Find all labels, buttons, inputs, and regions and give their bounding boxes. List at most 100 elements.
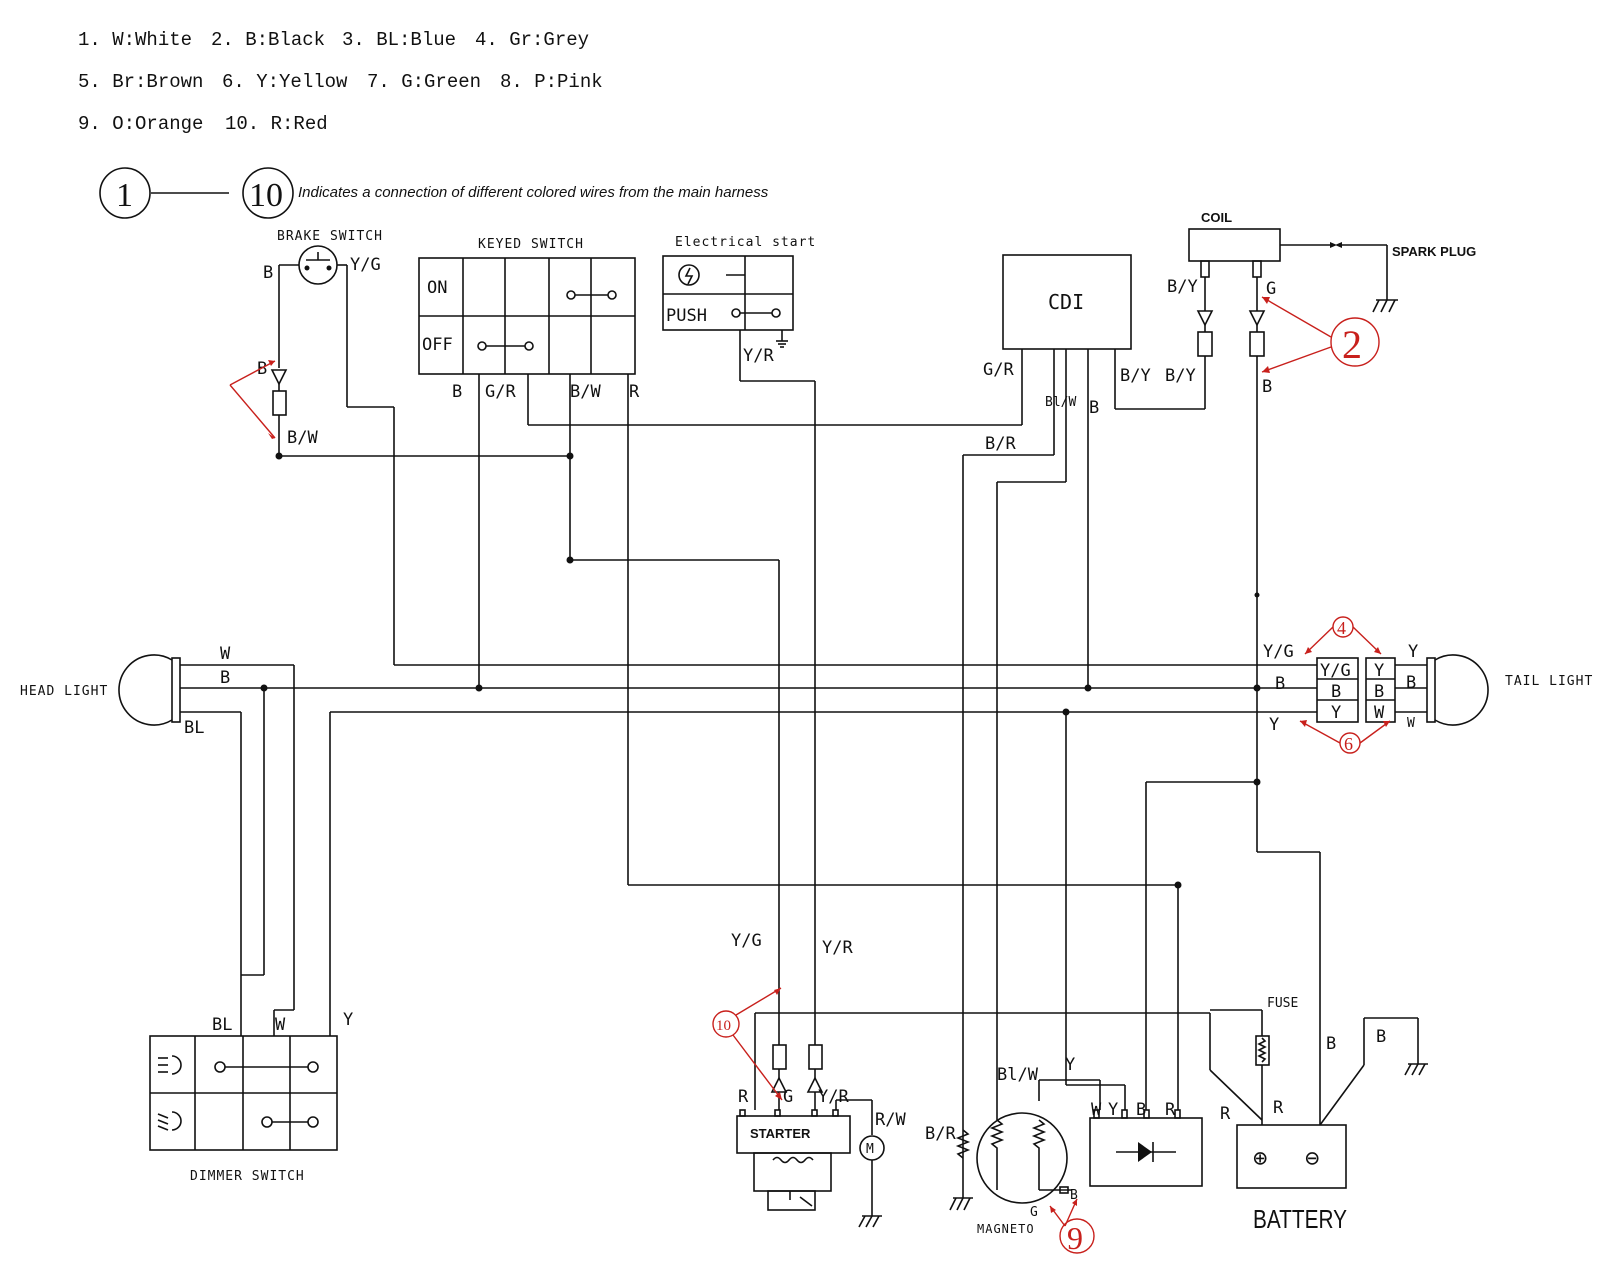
keyed-r-label: R: [629, 382, 640, 402]
magneto-g-label: G: [1030, 1205, 1038, 1220]
callout-markers: 2 4 6 10 9: [229, 296, 1391, 1256]
battery-b2-label: B: [1376, 1027, 1386, 1047]
battery-r-label: R: [1220, 1104, 1231, 1124]
battery-label: BATTERY: [1253, 1205, 1347, 1234]
diode-icon: [1138, 1142, 1152, 1162]
legend-red: 10. R:Red: [225, 113, 328, 135]
keyed-b-label: B: [452, 382, 462, 402]
hl-b-label: B: [220, 668, 230, 688]
tl-w-label: W: [1407, 716, 1415, 731]
head-light-label: HEAD LIGHT: [20, 684, 108, 699]
starter-g-label: G: [783, 1087, 793, 1107]
callout-9-label: 9: [1067, 1220, 1083, 1256]
starter-label: STARTER: [750, 1126, 811, 1141]
legend-orange: 9. O:Orange: [78, 113, 203, 135]
callout-2: [1330, 317, 1380, 367]
push-label: PUSH: [666, 306, 707, 326]
hl-bl-label: BL: [184, 718, 204, 738]
coil-by2-label: B/Y: [1165, 366, 1196, 386]
starter-relay: Y/G Y/R R G Y/R STARTER M R/W: [731, 931, 906, 1228]
magneto-blw-label: Bl/W: [997, 1065, 1039, 1085]
starter-yr-label: Y/R: [822, 938, 853, 958]
tail-light-label: TAIL LIGHT: [1505, 674, 1593, 689]
callout-4-label: 4: [1337, 618, 1346, 638]
rect-b-label: B: [1136, 1100, 1146, 1120]
magneto-br-label: B/R: [925, 1124, 956, 1144]
magneto-y-label: Y: [1065, 1055, 1075, 1075]
tl-b2-label: B: [1406, 673, 1416, 693]
keyed-on-label: ON: [427, 278, 447, 298]
keyed-switch: KEYED SWITCH ON OFF B G/R B/W R: [418, 237, 640, 402]
legend-grey: 4. Gr:Grey: [475, 29, 589, 51]
coil-label: COIL: [1201, 210, 1232, 225]
keyed-bw-label: B/W: [570, 382, 601, 402]
dimmer-bl-label: BL: [212, 1015, 232, 1035]
keyed-off-label: OFF: [422, 335, 453, 355]
harness-wires: [180, 349, 1428, 1211]
tl-y2-label: Y: [1408, 642, 1418, 662]
cdi-blw-label: Bl/W: [1045, 395, 1076, 410]
brake-switch: BRAKE SWITCH B Y/G B B/W: [257, 229, 383, 456]
cdi-gr-label: G/R: [983, 360, 1014, 380]
start-icon: [678, 264, 700, 286]
tl-y-label: Y: [1269, 715, 1279, 735]
cdi-b-label: B: [1089, 398, 1099, 418]
starter-r-label: R: [738, 1087, 749, 1107]
callout-10-label: 10: [716, 1018, 731, 1034]
starter-yg-label: Y/G: [731, 931, 762, 951]
head-light: HEAD LIGHT W B BL: [20, 644, 231, 738]
tl-yg-label: Y/G: [1263, 642, 1294, 662]
brake-bw-label: B/W: [287, 428, 318, 448]
keyed-switch-label: KEYED SWITCH: [478, 237, 584, 252]
hl-w-label: W: [220, 644, 231, 664]
battery-circuit: FUSE R R B B ⊕ ⊖ BATTERY: [1220, 996, 1386, 1234]
legend-white: 1. W:White: [78, 29, 192, 51]
rect-y-label: Y: [1108, 1100, 1118, 1120]
fuse-icon: [1255, 1035, 1270, 1066]
estart-yr-label: Y/R: [743, 346, 774, 366]
spark-plug-label: SPARK PLUG: [1392, 244, 1476, 259]
rect-r-label: R: [1165, 1100, 1176, 1120]
legend-blue: 3. BL:Blue: [342, 29, 456, 51]
fuse-label: FUSE: [1267, 996, 1298, 1011]
battery-minus-icon: ⊖: [1305, 1144, 1319, 1172]
note-circle-start: 1: [116, 177, 133, 214]
conn-w-label: W: [1374, 703, 1385, 723]
legend-black: 2. B:Black: [211, 29, 325, 51]
tl-b-label: B: [1275, 674, 1285, 694]
magneto: B/R Bl/W Y G B MAGNETO: [925, 1055, 1078, 1236]
conn-y2-label: Y: [1374, 661, 1384, 681]
cdi-by-label: B/Y: [1120, 366, 1151, 386]
brake-b2-label: B: [257, 359, 267, 379]
battery-r2-label: R: [1273, 1098, 1284, 1118]
dimmer-switch: BL W Y DIMMER SWITCH: [149, 1010, 353, 1184]
rectifier: W Y B R: [1089, 1100, 1203, 1187]
coil-b-label: B: [1262, 377, 1272, 397]
color-legend: 1. W:White 2. B:Black 3. BL:Blue 4. Gr:G…: [78, 29, 603, 135]
callout-10: [712, 1010, 740, 1038]
conn-b-label: B: [1331, 682, 1341, 702]
starter-yr2-label: Y/R: [818, 1087, 849, 1107]
conn-yg-label: Y/G: [1320, 661, 1351, 681]
starter-rw-label: R/W: [875, 1110, 906, 1130]
ignition-coil: COIL SPARK PLUG B/Y G B/Y B: [1165, 210, 1476, 397]
cdi-label: CDI: [1048, 290, 1084, 314]
dimmer-y-label: Y: [343, 1010, 353, 1030]
brake-b-label: B: [263, 263, 273, 283]
conn-y-label: Y: [1331, 703, 1341, 723]
callout-2-label: 2: [1342, 322, 1362, 367]
legend-green: 7. G:Green: [367, 71, 481, 93]
note-circle-end: 10: [249, 177, 283, 214]
tail-light: TAIL LIGHT Y/G B Y Y B W Y/G B Y Y B W: [1263, 642, 1593, 735]
brake-yg-label: Y/G: [350, 255, 381, 275]
low-beam-icon: [157, 1111, 182, 1131]
brake-switch-label: BRAKE SWITCH: [277, 229, 383, 244]
coil-g-label: G: [1266, 279, 1276, 299]
legend-yellow: 6. Y:Yellow: [222, 71, 348, 93]
keyed-gr-label: G/R: [485, 382, 516, 402]
coil-by-label: B/Y: [1167, 277, 1198, 297]
legend-brown: 5. Br:Brown: [78, 71, 203, 93]
magneto-b-label: B: [1070, 1188, 1078, 1203]
callout-6-label: 6: [1344, 734, 1353, 754]
electrical-start-label: Electrical start: [675, 235, 816, 250]
